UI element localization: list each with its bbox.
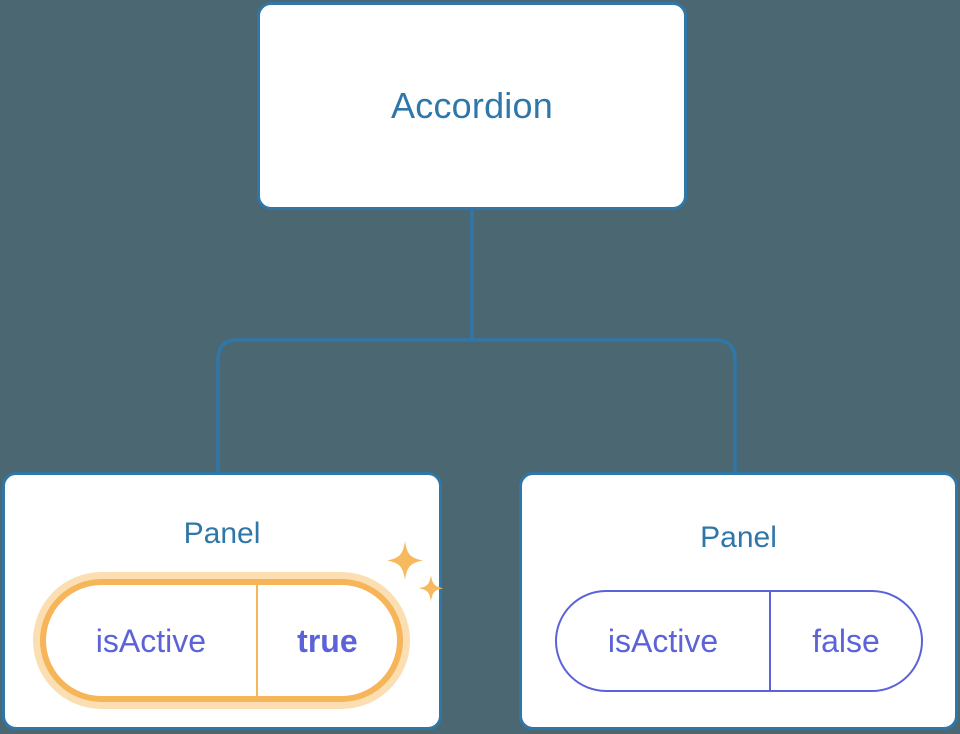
prop-pill-inactive-key: isActive [607, 623, 719, 659]
sparkle-icon-large [387, 541, 423, 580]
prop-pill-active-value: true [255, 585, 397, 696]
prop-pill-inactive-value: false [769, 592, 921, 690]
node-accordion-title: Accordion [391, 85, 553, 126]
sparkle-group [387, 541, 444, 602]
node-accordion[interactable]: Accordion [257, 2, 687, 210]
prop-pill-active-key: isActive [95, 622, 207, 659]
node-panel-inactive-title: Panel [700, 521, 777, 554]
prop-pill-inactive[interactable]: isActive false [555, 590, 923, 692]
branch-line [216, 338, 737, 472]
node-panel-active-title: Panel [183, 517, 261, 550]
prop-pill-active[interactable]: isActive true [33, 572, 410, 709]
sparkle-icon-small [418, 575, 444, 602]
prop-pill-inactive-body[interactable]: isActive false [555, 590, 923, 692]
prop-pill-active-body[interactable]: isActive true [40, 579, 403, 702]
